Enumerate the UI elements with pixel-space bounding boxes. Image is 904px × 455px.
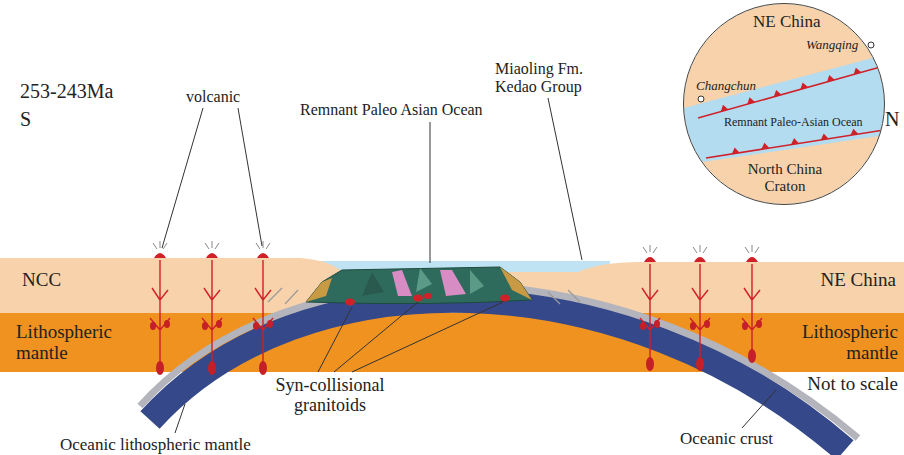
eruption [256, 241, 270, 249]
melt-blob [748, 349, 756, 363]
eruption [693, 245, 707, 253]
melt-blob [646, 357, 654, 371]
melt-drop [704, 320, 710, 328]
layer-label: Lithospheric mantle [16, 322, 136, 364]
map-label: Wangqing [806, 38, 858, 52]
sediment [306, 278, 332, 302]
melt-drop [690, 322, 696, 330]
wedge-fold [362, 272, 384, 296]
subduction-tooth [827, 75, 835, 82]
wedge-fold [416, 268, 432, 292]
layer-label: Lithospheric mantle [778, 322, 898, 364]
map-label: North China Craton [729, 161, 841, 194]
volcano [746, 257, 758, 262]
subduction-tooth [821, 133, 829, 140]
terrane-label: NE China [780, 270, 896, 291]
city-dot [698, 96, 704, 102]
thrust-ticks [268, 288, 580, 304]
formation-label: Miaoling Fm. Kedao Group [495, 60, 605, 95]
leader-lines [162, 98, 776, 433]
feature-label: Remnant Paleo Asian Ocean [300, 101, 483, 119]
melt-drop [202, 322, 208, 330]
volcano [206, 253, 218, 258]
melt-drop [640, 322, 646, 330]
scale-note: Not to scale [778, 374, 898, 395]
ophiolite-block [440, 270, 466, 296]
subduction-tooth [800, 83, 808, 90]
eruption [205, 241, 219, 249]
subduction-tooth [721, 105, 729, 112]
mantle-band [0, 313, 904, 372]
subduction-tooth [854, 68, 862, 75]
granitoid-bodies [345, 293, 510, 306]
inset-map [676, 0, 892, 210]
subduction-tooth [774, 90, 782, 97]
feature-label: Syn-collisional granitoids [250, 376, 410, 416]
dike [202, 260, 222, 372]
map-label: Changchun [696, 79, 756, 93]
melt-drop [164, 320, 170, 328]
map-label: Remnant Paleo-Asian Ocean [724, 116, 863, 129]
melt-drop [267, 320, 273, 328]
direction-label: S [20, 108, 31, 130]
melt-drop [756, 320, 762, 328]
subduction-tooth [791, 138, 799, 145]
inset-map-circle: NE ChinaWangqingChangchunRemnant Paleo-A… [683, 3, 885, 205]
dike [690, 264, 710, 368]
direction-label: N [885, 108, 899, 130]
melt-drop [253, 322, 259, 330]
city-dot [868, 42, 874, 48]
layer-label: Oceanic crust [680, 430, 773, 449]
melt-blob [208, 361, 216, 375]
subduction-tooth [761, 143, 769, 150]
volcano [694, 257, 706, 262]
eruption [643, 245, 657, 253]
dike [253, 260, 273, 372]
dike [742, 264, 762, 360]
volcano [644, 257, 656, 262]
dike [150, 260, 170, 372]
oceanic-crust [140, 285, 858, 438]
wedge-fold [470, 270, 484, 294]
melt-drop [150, 322, 156, 330]
terrane-label: NCC [22, 270, 61, 291]
subduction-tooth [850, 129, 858, 136]
melt-blob [696, 357, 704, 371]
melt-drop [742, 322, 748, 330]
melt-blob [259, 361, 267, 375]
melt-blob [156, 361, 164, 375]
volcano [154, 253, 166, 258]
feature-label: volcanic [186, 88, 240, 106]
dike [640, 264, 660, 368]
layer-label: Oceanic lithospheric mantle [60, 436, 251, 455]
subduction-tooth [747, 97, 755, 104]
accretionary-wedge [306, 267, 532, 304]
ophiolite-block [392, 270, 412, 296]
eruption [153, 241, 167, 249]
melt-drop [654, 320, 660, 328]
eruption [745, 245, 759, 253]
subduction-tooth [732, 147, 740, 154]
volcano [257, 253, 269, 258]
magmatism [150, 241, 762, 375]
period-label: 253-243Ma [20, 80, 113, 102]
map-label: NE China [753, 13, 821, 32]
melt-drop [216, 320, 222, 328]
